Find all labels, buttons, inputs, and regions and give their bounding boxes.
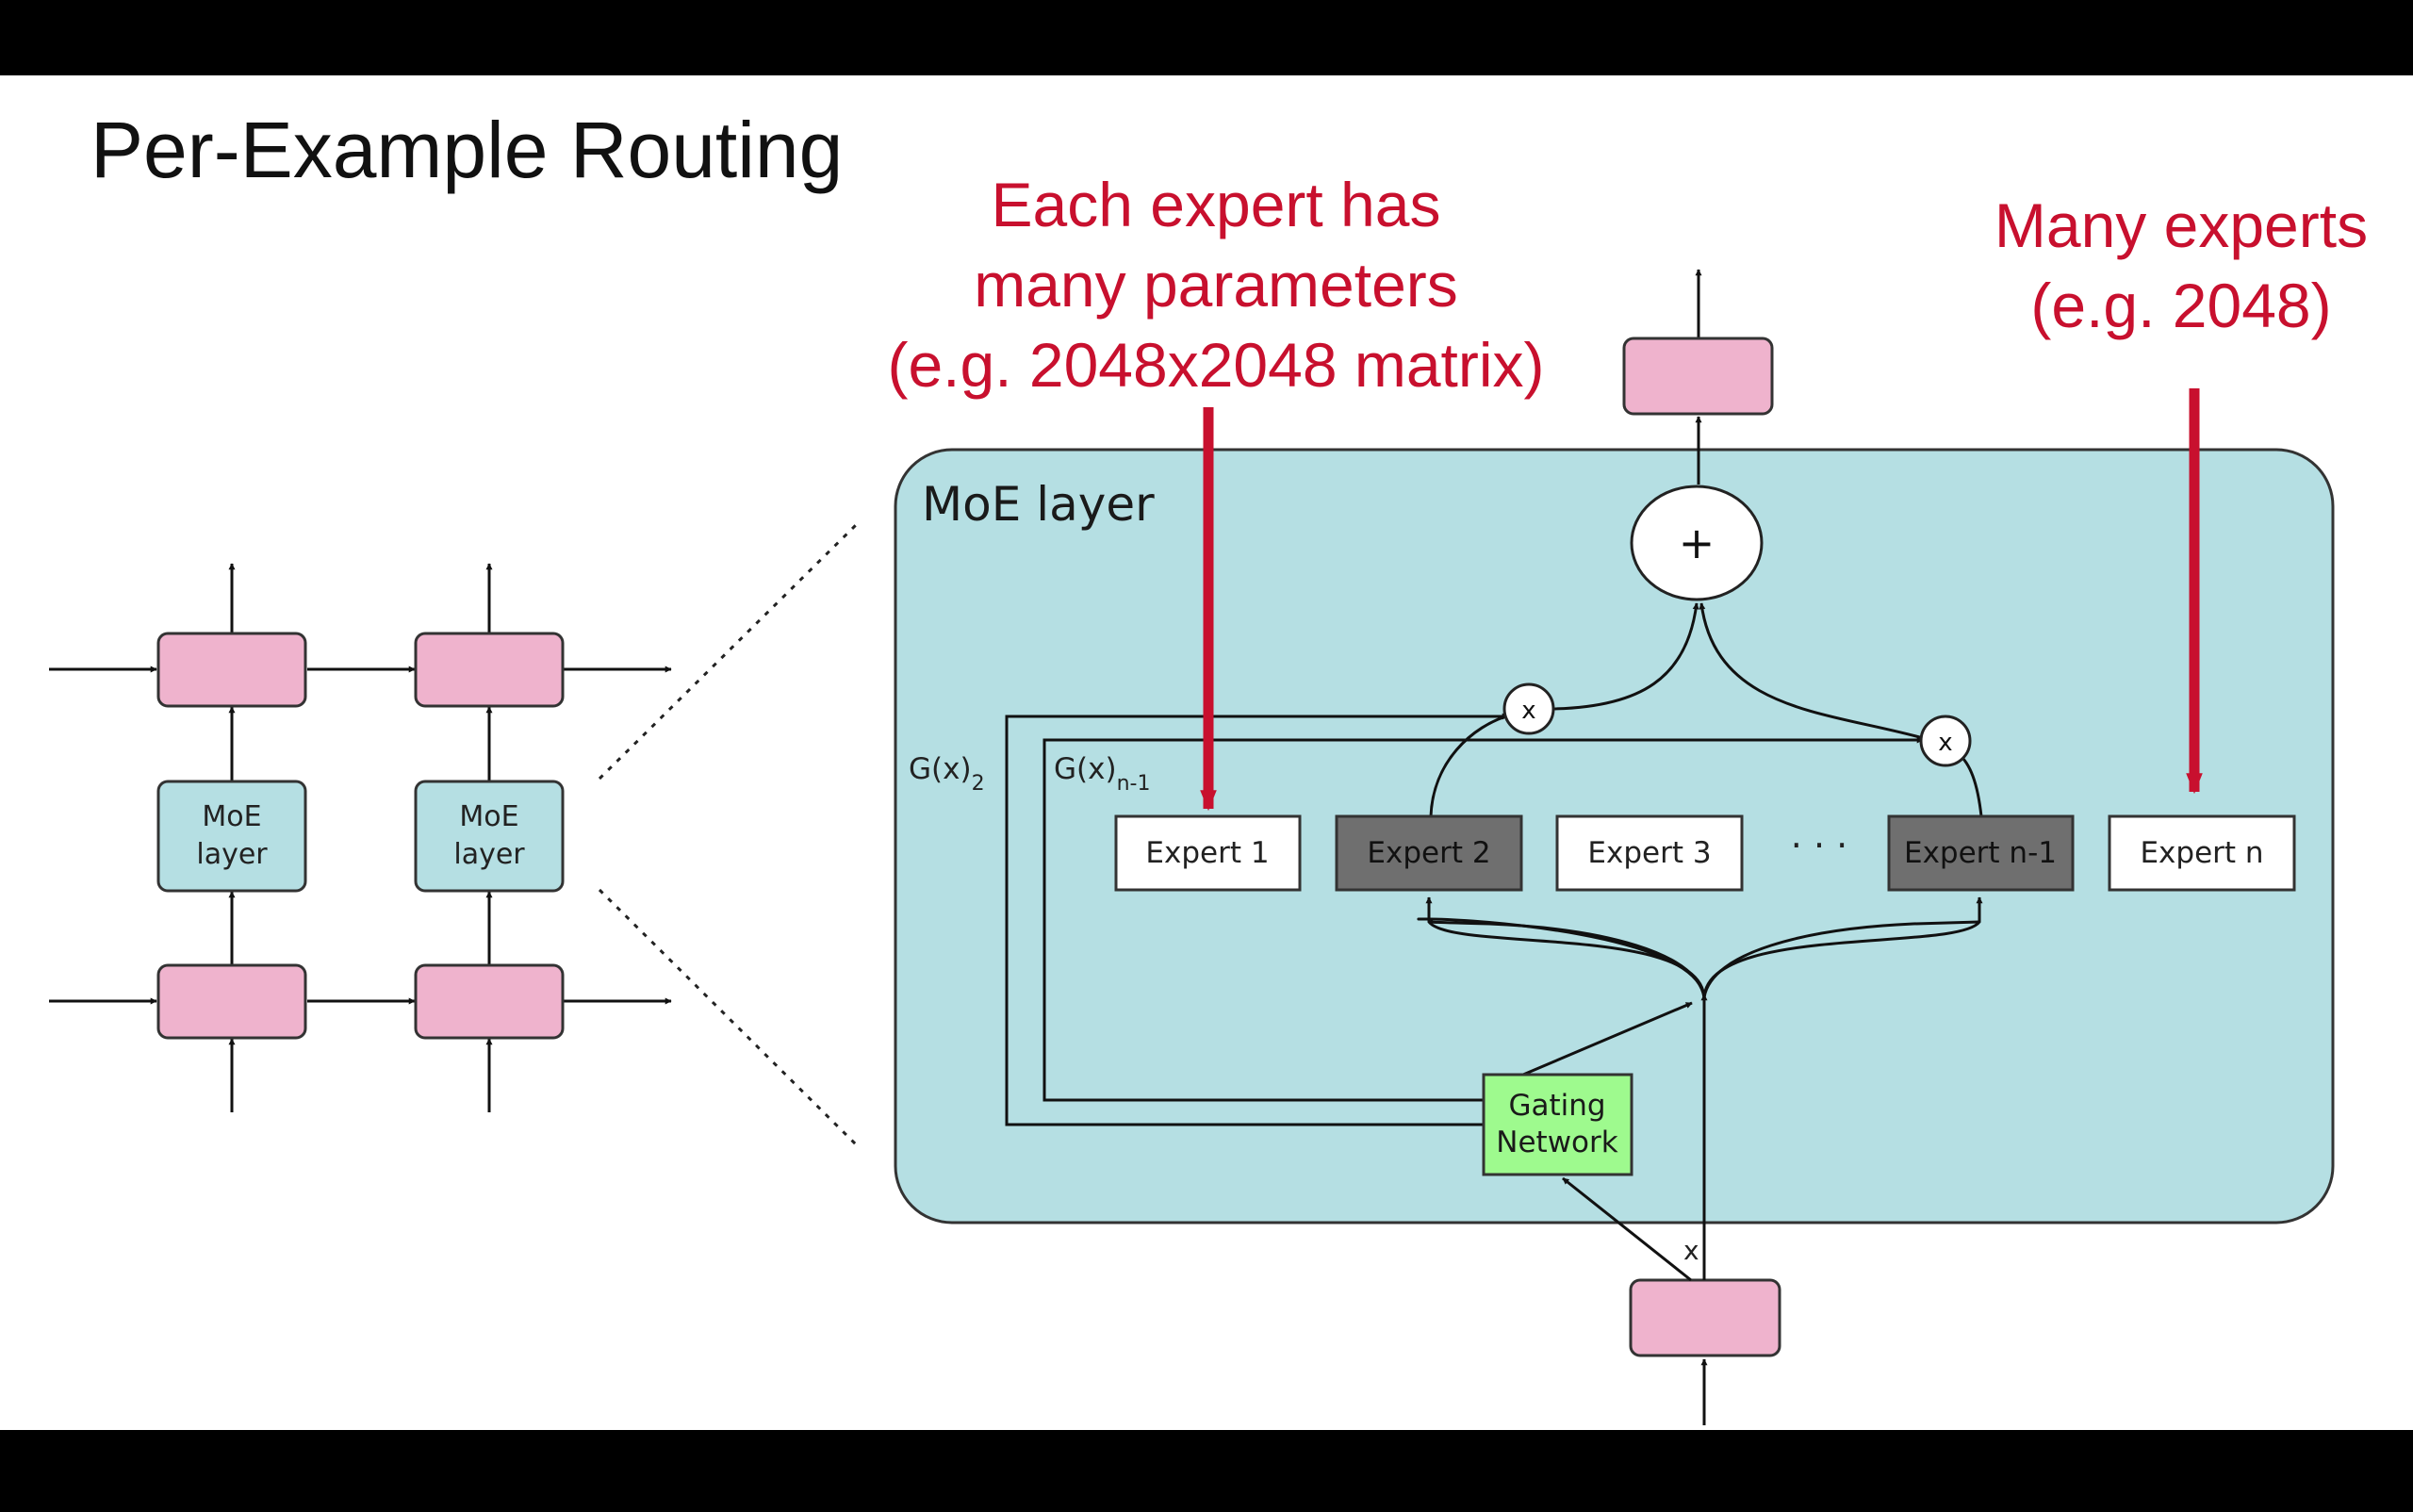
expert-output-lines (1429, 602, 1983, 817)
expert-input-arrows (1425, 896, 1983, 1000)
experts-ellipsis: · · · (1791, 825, 1847, 866)
left-stack (49, 563, 672, 1112)
annotation-each-expert: Each expert has many parameters (e.g. 20… (887, 170, 1544, 400)
sum-node: + (1630, 485, 1764, 601)
hidden-state-box (156, 632, 307, 708)
moe-layer-small-2: MoE layer (414, 780, 565, 893)
expert-label: Expert 3 (1587, 836, 1711, 870)
annotation-line: many parameters (974, 250, 1458, 320)
annotation-line: Each expert has (992, 170, 1441, 239)
gating-label-line2: Network (1496, 1126, 1617, 1159)
gate-weight-lines (1005, 713, 1924, 1126)
expert-n-1: Expert n-1 (1887, 814, 2075, 892)
hidden-state-box (414, 963, 565, 1040)
expert-1: Expert 1 (1114, 814, 1302, 892)
input-x-label: x (1683, 1235, 1699, 1266)
expert-2: Expert 2 (1335, 814, 1523, 892)
page-title: Per-Example Routing (90, 106, 843, 194)
gating-label-line1: Gating (1508, 1089, 1605, 1123)
expert-n: Expert n (2108, 814, 2296, 892)
input-box (1629, 1278, 1781, 1357)
hidden-state-box (156, 963, 307, 1040)
gate-label-n-1: G(x)n-1 (1054, 752, 1150, 796)
expert-label: Expert 1 (1145, 836, 1269, 870)
gate-label-2: G(x)2 (909, 752, 985, 796)
expert-label: Expert n-1 (1904, 836, 2057, 870)
moe-layer-title: MoE layer (922, 477, 1155, 532)
moe-small-label-line2: layer (196, 838, 268, 871)
multiply-label: x (1521, 697, 1535, 725)
moe-small-label-line2: layer (453, 838, 525, 871)
moe-small-label-line1: MoE (202, 800, 261, 833)
moe-layer-small-1: MoE layer (156, 780, 307, 893)
multiply-node-n-1: x (1919, 715, 1972, 767)
gating-network: Gating Network (1482, 1073, 1633, 1176)
annotation-line: (e.g. 2048x2048 matrix) (887, 330, 1544, 400)
letterbox-top (0, 0, 2413, 75)
annotation-line: (e.g. 2048) (2030, 271, 2331, 340)
annotation-many-experts: Many experts (e.g. 2048) (1994, 190, 2368, 340)
multiply-node-2: x (1502, 682, 1555, 735)
expert-label: Expert 2 (1367, 836, 1490, 870)
output-box (1622, 337, 1774, 416)
multiply-label: x (1938, 729, 1952, 757)
annotation-line: Many experts (1994, 190, 2368, 260)
plus-label: + (1679, 518, 1715, 568)
moe-small-label-line1: MoE (459, 800, 518, 833)
expert-label: Expert n (2140, 836, 2263, 870)
letterbox-bottom (0, 1430, 2413, 1508)
expert-3: Expert 3 (1555, 814, 1744, 892)
hidden-state-box (414, 632, 565, 708)
